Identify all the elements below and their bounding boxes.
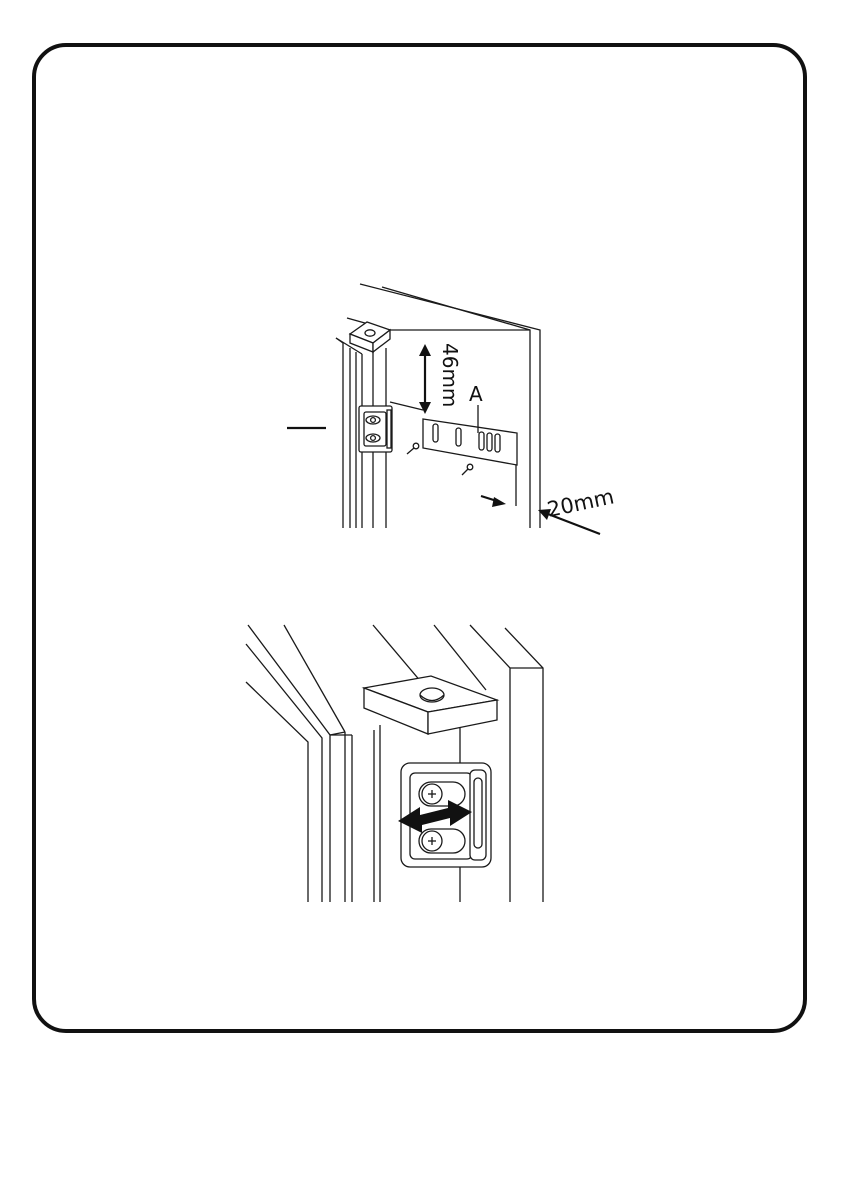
hinge-plate-a [423, 405, 517, 465]
top-bracket-closeup [364, 676, 497, 734]
screw-icon [407, 443, 419, 454]
part-a-label: A [469, 382, 483, 406]
cabinet-frame-closeup [246, 625, 352, 902]
bottom-figure [246, 625, 543, 902]
screw-icon [462, 464, 473, 475]
height-dimension-label: 46mm [438, 343, 462, 407]
screw-icon [419, 829, 465, 853]
top-figure: 46mm A 20mm [287, 284, 616, 534]
adjustable-hinge-plate [398, 763, 491, 867]
screw-icon [419, 782, 465, 806]
top-hinge-bracket [350, 322, 390, 352]
offset-dimension-label: 20mm [545, 484, 616, 522]
frame-hinge-plate [359, 406, 392, 452]
height-dimension-arrow [419, 344, 431, 414]
